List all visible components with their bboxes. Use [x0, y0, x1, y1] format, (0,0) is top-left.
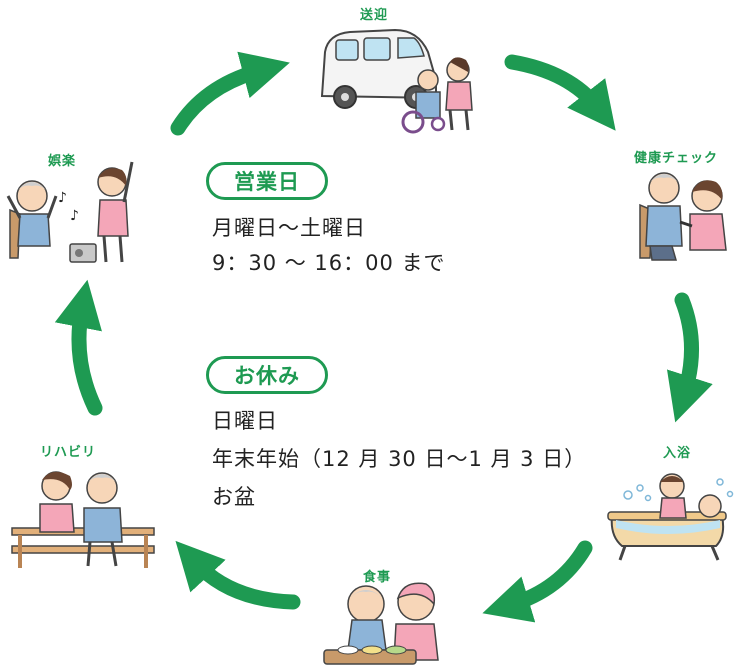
rehabilitation-icon	[11, 471, 155, 568]
business-days-text: 月曜日〜土曜日	[212, 216, 366, 240]
arrow-health-to-bath	[666, 292, 713, 423]
svg-text:♪: ♪	[70, 208, 79, 224]
step-label-pickup: 送迎	[360, 8, 389, 23]
holidays-badge: お休み	[206, 356, 328, 394]
recreation-icon: ♪ ♪	[6, 161, 134, 263]
step-label-meal: 食事	[363, 570, 392, 585]
arrow-bath-to-meal	[482, 540, 593, 623]
step-label-rehabilitation: リハビリ	[40, 445, 97, 460]
arrow-rehab-to-recreation	[54, 279, 103, 416]
svg-text:♪: ♪	[58, 190, 67, 206]
bathing-icon	[607, 473, 734, 561]
step-label-bathing: 入浴	[663, 446, 692, 461]
holiday-item: 日曜日	[212, 409, 278, 433]
arrow-recreation-to-pickup	[170, 51, 290, 136]
health-check-icon	[639, 172, 727, 261]
arrow-pickup-to-health	[504, 54, 616, 131]
step-label-recreation: 娯楽	[48, 154, 77, 169]
business-hours-text: 9：30 〜 16：00 まで	[212, 251, 446, 275]
holiday-item: 年末年始（12 月 30 日〜1 月 3 日）	[212, 447, 587, 471]
arrow-meal-to-rehab	[175, 540, 301, 610]
holiday-item: お盆	[212, 485, 256, 509]
pickup-van-icon	[320, 28, 473, 134]
step-label-health-check: 健康チェック	[634, 151, 719, 166]
meal-icon	[323, 582, 439, 665]
business-days-badge: 営業日	[206, 162, 328, 200]
